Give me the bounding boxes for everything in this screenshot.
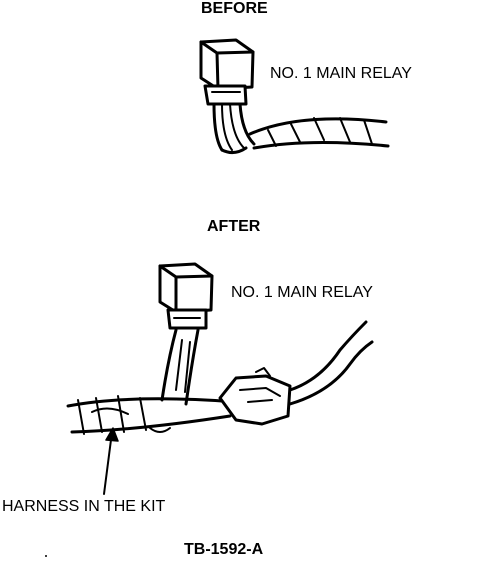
speck-mark [45,555,47,557]
after-heading: AFTER [207,218,261,235]
after-relay-icon [158,262,214,330]
after-relay-wires [160,328,200,406]
before-relay-icon [199,38,255,106]
before-relay-label: NO. 1 MAIN RELAY [270,65,412,82]
harness-label: HARNESS IN THE KIT [2,498,166,515]
harness-pointer-arrow [103,427,119,495]
after-tail-wire [288,320,374,406]
before-wire-bundle [212,102,256,155]
after-connector-icon [218,367,292,426]
after-harness [66,395,238,435]
after-relay-label: NO. 1 MAIN RELAY [231,284,373,301]
figure-id: TB-1592-A [184,541,264,558]
before-heading: BEFORE [201,0,268,17]
before-harness-sleeve [248,117,390,150]
